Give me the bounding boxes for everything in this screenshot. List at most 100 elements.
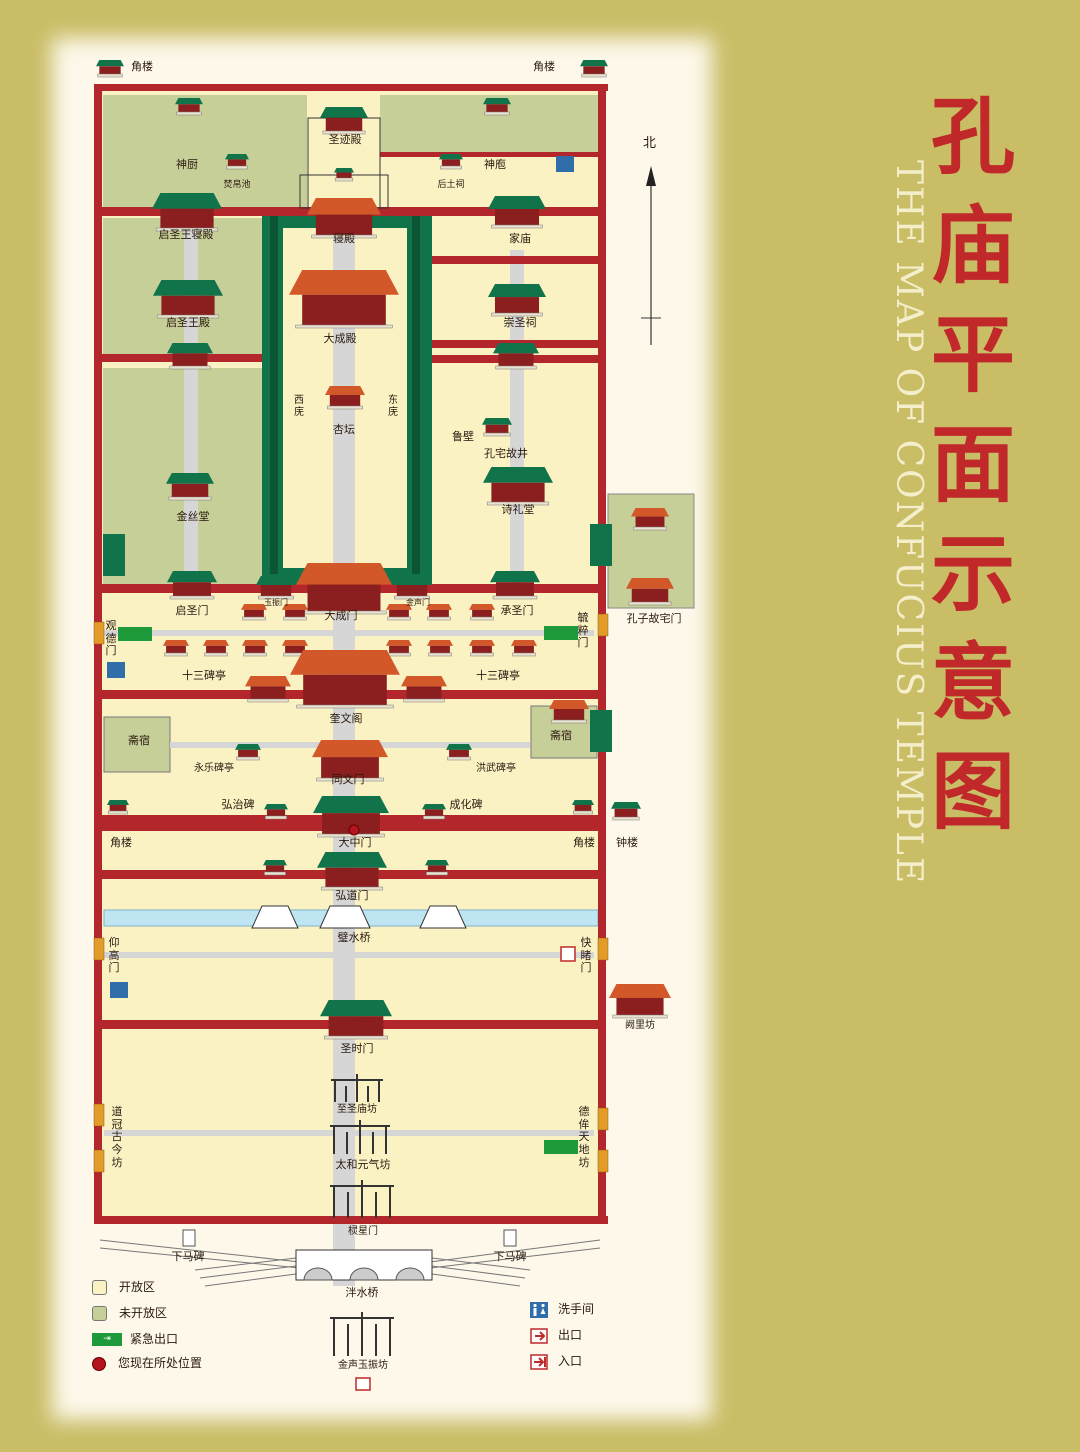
shenpao-icon <box>483 98 511 116</box>
label-shengshimen: 圣时门 <box>340 1042 374 1055</box>
gate-icon <box>167 343 213 370</box>
side-gate-icon <box>597 937 609 961</box>
label-jinshengyuzhen-fang: 金声玉振坊 <box>338 1360 388 1371</box>
restroom-icon <box>110 982 128 998</box>
label-kuiwenge: 奎文阁 <box>329 712 363 725</box>
label-shengjidian: 圣迹殿 <box>328 133 362 146</box>
label-shisan-beiting-e: 十三碑亭 <box>476 669 520 682</box>
side-hall-icon <box>590 710 612 752</box>
fenbochi-icon <box>225 154 249 170</box>
label-zhonglou: 钟楼 <box>616 836 638 849</box>
label-shenpao: 神庖 <box>484 158 506 171</box>
title-char: 孔 <box>930 87 1015 186</box>
exit-icon <box>530 1327 548 1344</box>
label-qindian: 寝殿 <box>333 232 355 245</box>
building-icon <box>422 804 446 820</box>
legend-exit: 出口 <box>530 1326 582 1344</box>
stele-pavilion-icon <box>241 604 267 621</box>
exit-icon <box>560 946 576 962</box>
title-char: 平 <box>930 305 1015 405</box>
label-xiamabei-w: 下马碑 <box>171 1250 205 1263</box>
kuiwenge-icon <box>290 650 400 709</box>
emergency-exit-icon <box>118 627 152 641</box>
tongwenmen-icon <box>312 740 388 782</box>
queli-fang-icon <box>609 984 671 1019</box>
stele-pavilion-icon <box>511 640 537 657</box>
title-char: 示 <box>930 523 1015 623</box>
label-deaotiandi-fang: 德侔天地坊 <box>578 1105 590 1169</box>
shengshimen-icon <box>320 1000 392 1040</box>
hongwu-beiting-icon <box>446 744 472 761</box>
label-queli-fang: 阙里坊 <box>625 1020 655 1031</box>
title-char: 面 <box>930 414 1015 514</box>
taiheyuanqi-fang-icon <box>330 1120 390 1154</box>
stele-pavilion-icon <box>386 604 412 621</box>
yuzhenmen-icon <box>256 576 296 600</box>
title-char: 图 <box>930 742 1015 842</box>
label-corner-tower-se: 角楼 <box>573 836 595 849</box>
label-yucuimen: 毓粹门 <box>577 611 589 650</box>
north-arrow <box>641 166 661 345</box>
you-are-here-marker <box>348 824 360 836</box>
legend-entrance: 入口 <box>530 1352 582 1370</box>
zhishengmiao-fang-icon <box>331 1074 383 1102</box>
dachengdian-icon <box>289 270 399 329</box>
label-houtuci: 后土祠 <box>437 180 465 190</box>
label-yuzhenmen: 玉振门 <box>264 598 288 607</box>
label-corner-tower-nw: 角楼 <box>131 60 153 73</box>
side-gate-icon <box>93 621 105 645</box>
zhonglou-icon <box>611 802 641 821</box>
building-icon <box>264 804 288 820</box>
restroom-icon <box>556 156 574 172</box>
label-kongzhai-guj: 孔宅故井 <box>484 447 528 460</box>
label-kuaidumen: 快睹门 <box>580 936 592 975</box>
entrance-marker-icon <box>355 1377 371 1391</box>
label-qishengmen: 启圣门 <box>175 604 209 617</box>
label-dachengmen: 大成门 <box>324 609 358 622</box>
qishengwangqindian-icon <box>152 193 222 232</box>
legend-you-are-here: 您现在所处位置 <box>92 1354 202 1371</box>
stele-pavilion-icon <box>469 604 495 621</box>
label-zhaisu-e: 斋宿 <box>550 729 572 742</box>
restroom-icon <box>530 1301 548 1318</box>
north-label: 北 <box>643 136 657 151</box>
side-gate-icon <box>93 1103 105 1127</box>
stele-pavilion-icon <box>203 640 229 657</box>
jinsitang-icon <box>166 473 214 501</box>
legend-emergency-exit-label: 紧急出口 <box>130 1332 179 1346</box>
stele-pavilion-icon <box>282 604 308 621</box>
label-jiamiao: 家庙 <box>509 232 531 245</box>
label-fenbochi: 焚帛池 <box>223 180 251 190</box>
building-icon <box>263 860 287 876</box>
label-shilitang: 诗礼堂 <box>501 503 535 516</box>
label-chongshengci: 崇圣祠 <box>503 316 537 329</box>
building-icon <box>245 676 291 703</box>
legend-entrance-label: 入口 <box>558 1354 583 1368</box>
corner-tower-icon <box>580 60 608 78</box>
qishengmen-icon <box>167 571 217 600</box>
kongzi-guzhaimen-icon <box>626 578 674 606</box>
legend-you-are-here-label: 您现在所处位置 <box>118 1356 203 1370</box>
lingxingmen-icon <box>330 1180 394 1218</box>
corner-tower-icon <box>96 60 124 78</box>
stele-pavilion-icon <box>282 640 308 657</box>
hongdaomen-icon <box>317 852 387 891</box>
legend-emergency-exit: ⇥ 紧急出口 <box>92 1330 178 1347</box>
label-corner-tower-ne: 角楼 <box>533 60 555 73</box>
label-jinshengmen: 金声门 <box>406 598 430 607</box>
title-char: 意 <box>930 632 1015 732</box>
legend-open-area: 开放区 <box>92 1278 155 1295</box>
emergency-exit-icon: ⇥ <box>92 1333 122 1346</box>
label-corner-tower-sw: 角楼 <box>110 836 132 849</box>
label-chenghua-bei: 成化碑 <box>449 798 483 811</box>
label-daoguangujin-fang: 道冠古今坊 <box>111 1105 123 1169</box>
stele-pavilion-icon <box>469 640 495 657</box>
side-gate-icon <box>93 937 105 961</box>
shilitang-icon <box>483 467 553 506</box>
side-hall-icon <box>103 534 125 576</box>
label-lingxingmen: 棂星门 <box>348 1226 378 1237</box>
you-are-here-icon <box>92 1356 106 1371</box>
label-zhaisu-w: 斋宿 <box>128 734 150 747</box>
chongshengci-icon <box>488 284 546 317</box>
